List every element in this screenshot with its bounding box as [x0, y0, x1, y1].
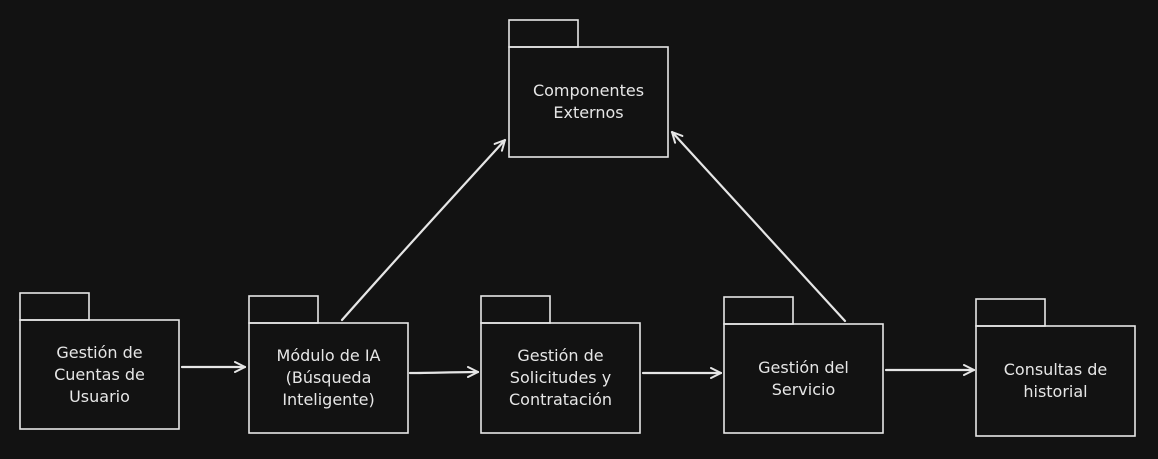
- package-label-cuentas: Gestión de Cuentas de Usuario: [54, 342, 145, 406]
- package-solicitudes[interactable]: [480, 295, 641, 434]
- package-label-ia: Módulo de IA (Búsqueda Inteligente): [276, 346, 381, 409]
- package-body: [975, 325, 1136, 437]
- package-body: [508, 46, 669, 158]
- package-tab: [975, 298, 1046, 327]
- package-label-historial: Consultas de historial: [1003, 360, 1108, 401]
- package-ia[interactable]: [248, 295, 409, 434]
- package-body: [19, 319, 180, 430]
- package-label-servicio: Gestión del Servicio: [758, 357, 849, 399]
- package-tab: [480, 295, 551, 324]
- edge-ia-to-externos: [340, 138, 507, 322]
- package-cuentas[interactable]: [19, 292, 180, 430]
- package-label-solicitudes: Gestión de Solicitudes y Contratación: [508, 346, 612, 409]
- edge-servicio-to-externos: [670, 130, 847, 323]
- package-tab: [19, 292, 90, 321]
- package-tab: [508, 19, 579, 48]
- package-historial[interactable]: [975, 298, 1136, 437]
- package-tab: [723, 296, 794, 325]
- package-label-externos: Componentes Externos: [532, 81, 645, 122]
- package-body: [480, 322, 641, 434]
- package-body: [248, 322, 409, 434]
- edge-ia-to-solicitudes: [408, 366, 480, 379]
- package-servicio[interactable]: [723, 296, 884, 434]
- package-externos[interactable]: [508, 19, 669, 158]
- package-tab: [248, 295, 319, 324]
- package-body: [723, 323, 884, 434]
